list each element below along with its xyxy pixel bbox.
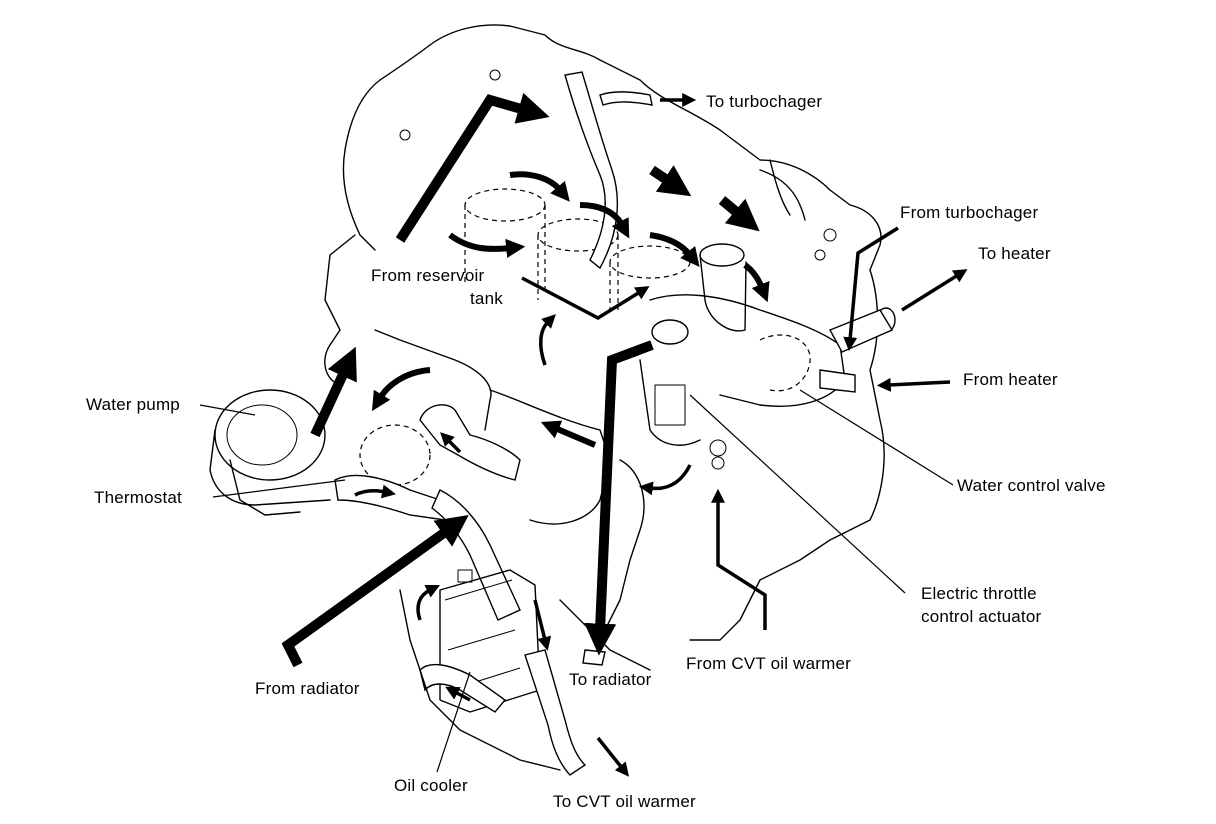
flow-arrow-head-3 bbox=[718, 196, 760, 232]
label-oil-cooler: Oil cooler bbox=[394, 776, 468, 795]
flow-arrow-from-reservoir bbox=[521, 276, 650, 321]
flow-arrow-oil-cooler-left bbox=[416, 584, 441, 621]
flow-arrow-head-2 bbox=[649, 165, 692, 197]
flow-arrow-cyl-1 bbox=[509, 171, 570, 202]
flow-arrow-from-cvt-oil-warmer bbox=[711, 488, 767, 630]
flow-arrow-block-left bbox=[540, 420, 597, 448]
label-to-radiator: To radiator bbox=[569, 670, 652, 689]
label-from-turbocharger: From turbochager bbox=[900, 203, 1039, 222]
label-from-reservoir-tank-line1: From reservoir bbox=[371, 266, 485, 285]
flow-arrow-cyl-3 bbox=[649, 232, 700, 267]
flow-arrow-cyl-4 bbox=[448, 232, 526, 258]
label-water-control-valve: Water control valve bbox=[957, 476, 1106, 495]
leader-lines bbox=[199, 389, 954, 773]
label-to-heater: To heater bbox=[978, 244, 1051, 263]
label-from-heater: From heater bbox=[963, 370, 1058, 389]
label-from-reservoir-tank-line2: tank bbox=[470, 289, 503, 308]
label-from-cvt-oil-warmer: From CVT oil warmer bbox=[686, 654, 852, 673]
flow-arrow-thermostat-hose bbox=[440, 432, 462, 454]
flow-arrow-from-radiator bbox=[281, 515, 469, 668]
flow-arrow-to-water-pump bbox=[371, 367, 431, 412]
flow-arrow-to-heater bbox=[901, 269, 968, 312]
flow-arrow-cyl-2 bbox=[579, 202, 630, 239]
flow-arrow-outlet bbox=[743, 262, 770, 303]
label-electric-throttle-control-actuator-line2: control actuator bbox=[921, 607, 1042, 626]
flow-arrow-from-turbocharger bbox=[843, 226, 899, 352]
label-from-radiator: From radiator bbox=[255, 679, 360, 698]
label-water-pump: Water pump bbox=[86, 395, 180, 414]
flow-arrow-side bbox=[539, 314, 556, 366]
coolant-flow-arrows bbox=[281, 92, 968, 777]
flow-arrow-from-heater bbox=[876, 377, 951, 392]
label-to-cvt-oil-warmer: To CVT oil warmer bbox=[553, 792, 696, 811]
label-thermostat: Thermostat bbox=[94, 488, 182, 507]
flow-arrow-to-radiator bbox=[584, 340, 654, 656]
flow-arrow-to-cvt-oil-warmer bbox=[596, 736, 629, 777]
label-electric-throttle-control-actuator-line1: Electric throttle bbox=[921, 584, 1037, 603]
flow-arrow-lower-right bbox=[638, 464, 692, 496]
flow-arrow-oil-cooler-right bbox=[533, 599, 552, 651]
flow-arrow-water-pump-up bbox=[310, 346, 357, 438]
flow-arrow-head-upper bbox=[395, 92, 550, 243]
flow-arrow-thermostat bbox=[354, 484, 396, 499]
label-to-turbocharger: To turbochager bbox=[706, 92, 823, 111]
